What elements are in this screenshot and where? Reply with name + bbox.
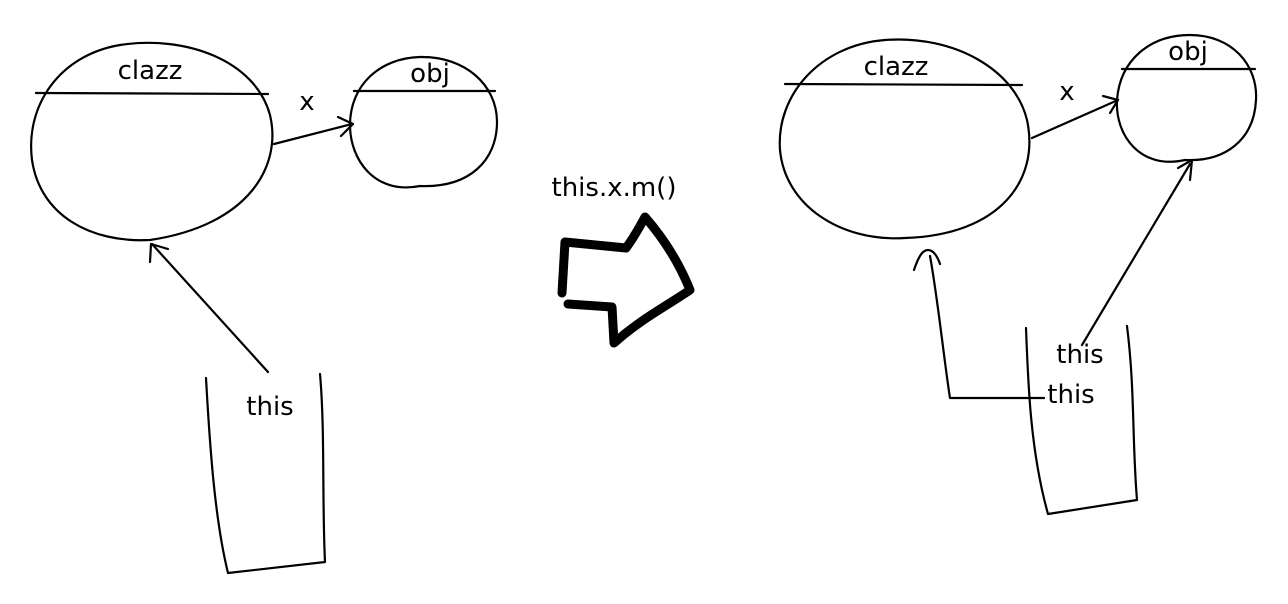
right-x-label: x — [1059, 77, 1074, 107]
left-x-label: x — [299, 87, 314, 117]
big-arrow — [557, 212, 695, 348]
right-frame-this-top-label: this — [1056, 340, 1103, 370]
right-obj-circle — [1115, 33, 1258, 163]
left-stack-frame — [204, 372, 327, 575]
right-clazz-divider — [783, 82, 1024, 87]
left-this-arrowhead — [148, 242, 170, 264]
left-clazz-divider — [34, 91, 270, 96]
transition: this.x.m() — [552, 173, 695, 348]
left-obj-circle — [348, 55, 499, 189]
call-label: this.x.m() — [552, 173, 677, 203]
right-frame-this-bottom-label: this — [1047, 380, 1094, 410]
left-obj-label: obj — [410, 59, 450, 89]
left-frame-this-label: this — [246, 392, 293, 422]
right-this-clazz-arrowhead — [912, 248, 942, 272]
left-x-arrowhead — [336, 115, 355, 138]
right-x-arrow — [1030, 98, 1120, 140]
right-clazz-label: clazz — [864, 52, 929, 82]
right-this-obj-arrow — [1080, 162, 1192, 347]
right-stack-frame — [1024, 324, 1139, 516]
left-clazz-label: clazz — [118, 56, 183, 86]
right-x-arrowhead — [1101, 94, 1120, 115]
left-this-arrow — [150, 242, 270, 374]
right-this-obj-arrowhead — [1176, 158, 1194, 182]
left-state: clazz obj x this — [30, 41, 499, 575]
left-clazz-circle — [30, 41, 274, 242]
right-state: clazz obj x this this — [778, 33, 1258, 516]
right-clazz-circle — [778, 38, 1031, 240]
left-x-arrow — [272, 122, 354, 146]
right-this-clazz-arrow — [928, 254, 1046, 400]
right-obj-label: obj — [1168, 37, 1208, 67]
